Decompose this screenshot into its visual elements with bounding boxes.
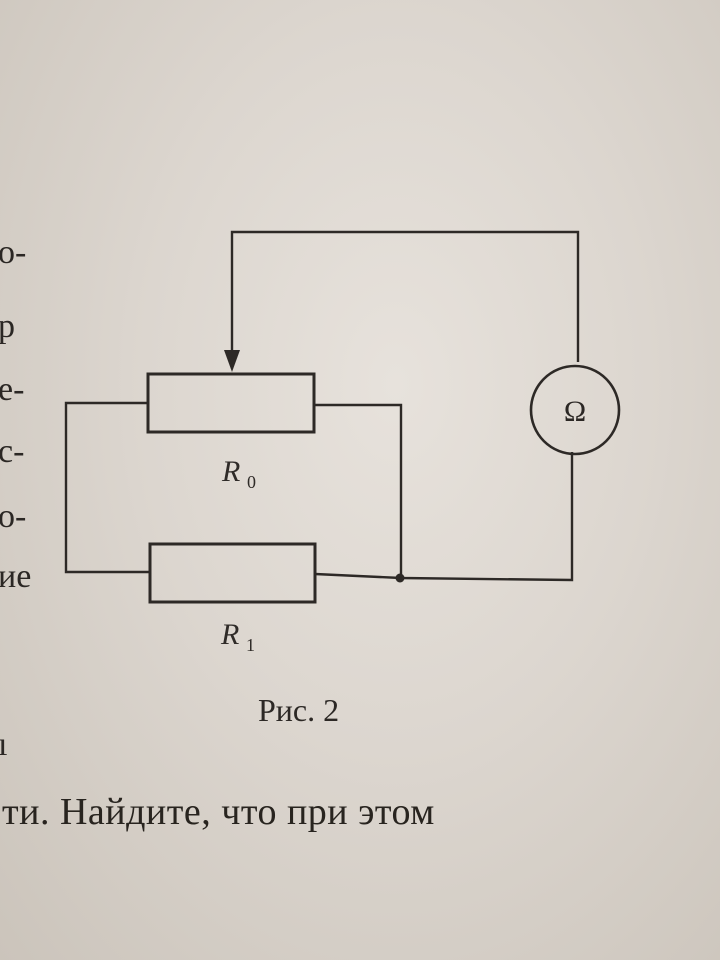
slider-arrow: [224, 350, 240, 372]
label-r1-subscript: 1: [246, 635, 255, 655]
wire-left-parallel: [64, 401, 150, 574]
figure-caption: Рис. 2: [258, 692, 340, 728]
margin-fragment: с-: [0, 433, 25, 470]
resistor-r0: [146, 372, 316, 434]
wire-top-loop: [230, 230, 580, 362]
margin-fragment: о-: [0, 498, 27, 535]
label-r0-subscript: 0: [247, 472, 256, 492]
wire-bottom-return: [314, 452, 574, 582]
junction-node: [395, 573, 405, 583]
ohmmeter-symbol: Ω: [564, 395, 586, 428]
margin-fragment: ı: [0, 726, 8, 763]
label-r1: R: [220, 618, 239, 651]
margin-fragment: ие: [0, 558, 32, 595]
wire-right-r0: [314, 403, 403, 578]
margin-fragment: о-: [0, 234, 27, 271]
resistor-r1: [148, 542, 317, 604]
label-r0: R: [221, 455, 240, 488]
margin-fragment: е-: [0, 371, 25, 408]
margin-fragment: р: [0, 308, 15, 345]
ohmmeter: [529, 364, 621, 456]
body-text-line: ти. Найдите, что при этом: [2, 791, 435, 833]
